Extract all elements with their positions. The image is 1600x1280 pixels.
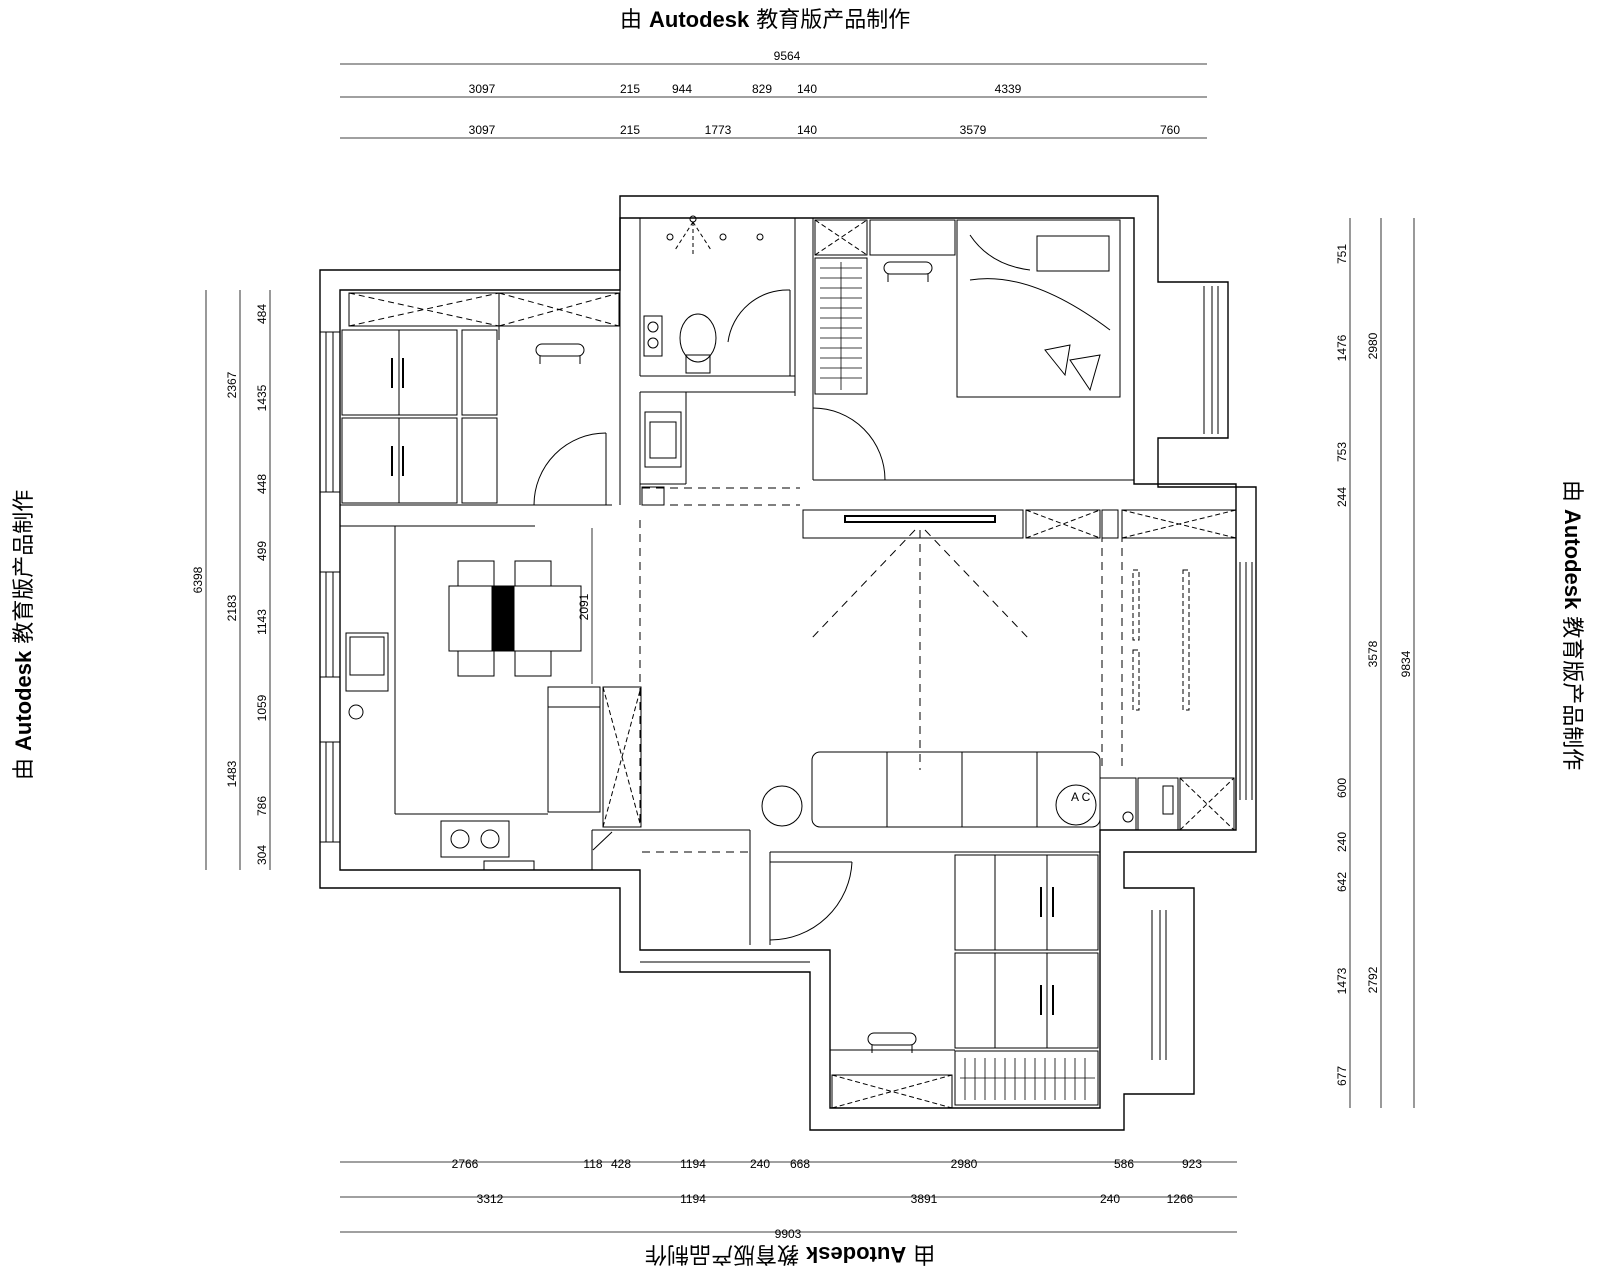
- dim-left-inner-a: 484: [255, 304, 269, 324]
- dim-top1-c: 944: [672, 82, 692, 96]
- bathroom-fixtures: [641, 215, 764, 506]
- dim-top1-f: 4339: [995, 82, 1022, 96]
- dim-bot1-c: 428: [611, 1157, 631, 1171]
- dim-left-inner-f: 1059: [255, 694, 269, 721]
- dim-bot1-e: 240: [750, 1157, 770, 1171]
- dim-bot2-b: 1194: [680, 1192, 706, 1206]
- dim-top1-b: 215: [620, 82, 640, 96]
- dim-left-inner-e: 1143: [255, 609, 269, 635]
- dim-left-inner-g: 786: [255, 796, 269, 816]
- bed: [956, 219, 1121, 398]
- desks-and-chairs: [498, 261, 955, 1053]
- dim-right-inner-h: 642: [1335, 872, 1349, 892]
- cabinets: [341, 219, 1237, 1109]
- dim-top2-e: 3579: [960, 123, 987, 137]
- watermark-top: 由 Autodesk 教育版产品制作: [620, 7, 911, 33]
- dim-bot2-d: 240: [1100, 1192, 1120, 1206]
- dimension-texts: 9564 3097 215 944 829 140 4339 3097 215 …: [191, 49, 1413, 1241]
- dim-top2-c: 1773: [705, 123, 732, 137]
- dim-bot1-i: 923: [1182, 1157, 1202, 1171]
- dim-right-inner-f: 600: [1335, 778, 1349, 798]
- dim-right-inner-d: 244: [1335, 487, 1349, 507]
- dim-right-inner-j: 677: [1335, 1066, 1349, 1086]
- ac-label: A C: [1071, 790, 1091, 804]
- dim-top2-a: 3097: [469, 123, 496, 137]
- living-room: A C: [761, 515, 1190, 828]
- dim-bot1-f: 668: [790, 1157, 810, 1171]
- dim-top2-b: 215: [620, 123, 640, 137]
- outer-walls: [319, 195, 1257, 1131]
- dimension-lines: [205, 63, 1415, 1233]
- dim-top1-e: 140: [797, 82, 817, 96]
- dim-left-inner-b: 1435: [255, 384, 269, 411]
- dim-right-inner-e: 3578: [1366, 640, 1380, 667]
- dim-bot-overall: 9903: [775, 1227, 802, 1241]
- dim-left-overall: 6398: [191, 566, 205, 593]
- dim-left-inner-d: 499: [255, 541, 269, 561]
- dim-bot2-c: 3891: [911, 1192, 938, 1206]
- dim-top2-f: 760: [1160, 123, 1180, 137]
- dim-bot1-d: 1194: [680, 1157, 706, 1171]
- windows: [319, 286, 1253, 1060]
- dashed-lines: [639, 487, 1123, 853]
- dim-left-outer-b: 2183: [225, 594, 239, 621]
- dim-right-inner-i: 1473: [1335, 967, 1349, 994]
- dim-right-outer-a: 2980: [1366, 332, 1380, 359]
- dim-top-overall: 9564: [774, 49, 801, 63]
- dim-right-inner-b: 1476: [1335, 334, 1349, 361]
- dim-left-inner-h: 304: [255, 845, 269, 865]
- dim-right-inner-c: 753: [1335, 442, 1349, 462]
- dim-bot1-g: 2980: [951, 1157, 978, 1171]
- dim-left-inner-c: 448: [255, 474, 269, 494]
- doors: [533, 289, 886, 941]
- dim-bot2-e: 1266: [1167, 1192, 1194, 1206]
- dim-top1-a: 3097: [469, 82, 496, 96]
- dim-right-inner-a: 751: [1335, 244, 1349, 264]
- dim-top2-d: 140: [797, 123, 817, 137]
- dim-bot1-b: 118: [583, 1157, 602, 1171]
- dim-left-outer-c: 1483: [225, 760, 239, 787]
- hanging-rails: [820, 262, 1095, 1100]
- dim-dining-span: 2091: [577, 593, 591, 620]
- dim-bot1-a: 2766: [452, 1157, 479, 1171]
- interior-walls: [340, 218, 1134, 945]
- dim-bot1-h: 586: [1114, 1157, 1134, 1171]
- kitchen-fixtures: [345, 632, 1174, 871]
- dim-left-outer-a: 2367: [225, 371, 239, 398]
- dining-table: [448, 560, 582, 677]
- dim-bot2-a: 3312: [477, 1192, 504, 1206]
- dim-top1-d: 829: [752, 82, 772, 96]
- dim-right-outer-b: 2792: [1366, 966, 1380, 993]
- dim-right-overall: 9834: [1399, 650, 1413, 677]
- dim-right-inner-g: 240: [1335, 832, 1349, 852]
